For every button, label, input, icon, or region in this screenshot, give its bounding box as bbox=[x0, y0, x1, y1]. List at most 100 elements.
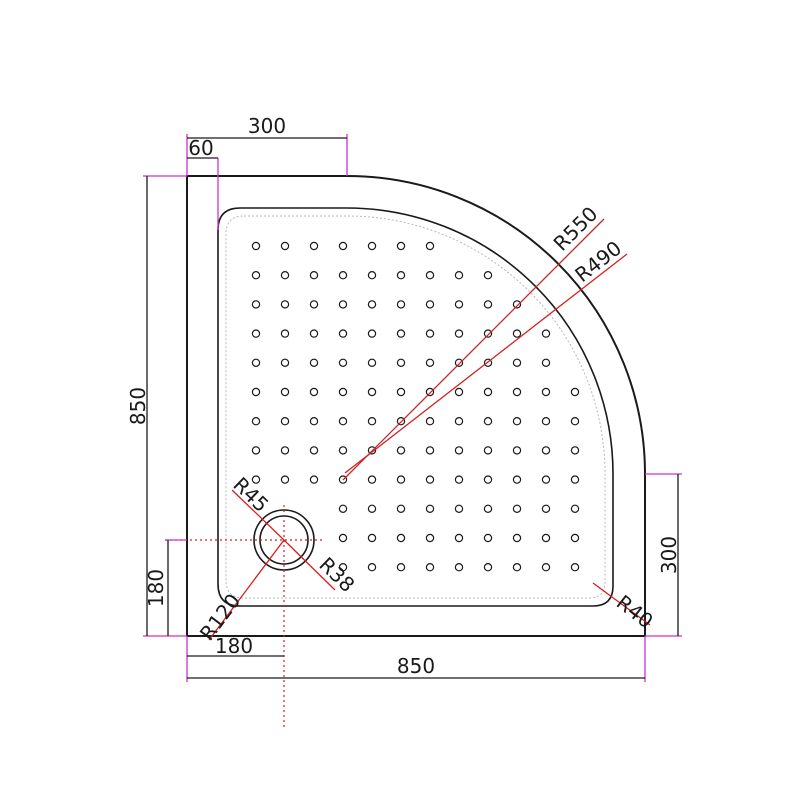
anti-slip-dot bbox=[454, 387, 464, 397]
anti-slip-dot bbox=[425, 563, 435, 572]
anti-slip-dot bbox=[396, 300, 406, 309]
anti-slip-dot bbox=[338, 329, 348, 338]
anti-slip-dot bbox=[541, 358, 551, 367]
anti-slip-dot bbox=[367, 387, 377, 397]
anti-slip-dot bbox=[309, 271, 319, 280]
anti-slip-dot bbox=[367, 271, 377, 280]
anti-slip-dot bbox=[309, 358, 319, 367]
anti-slip-dot bbox=[251, 475, 261, 484]
dim-top-width: 300 bbox=[248, 114, 286, 138]
anti-slip-dot bbox=[338, 563, 348, 572]
anti-slip-dot bbox=[309, 446, 319, 455]
anti-slip-dot bbox=[483, 446, 493, 455]
anti-slip-dot bbox=[367, 300, 377, 309]
anti-slip-dot bbox=[367, 563, 377, 572]
anti-slip-dot bbox=[483, 475, 493, 484]
anti-slip-dot bbox=[454, 533, 464, 543]
anti-slip-dot bbox=[512, 563, 522, 572]
anti-slip-dot bbox=[309, 387, 319, 397]
anti-slip-dot bbox=[483, 533, 493, 543]
anti-slip-dot bbox=[425, 504, 435, 513]
anti-slip-dot bbox=[425, 387, 435, 397]
anti-slip-dot bbox=[309, 300, 319, 309]
anti-slip-dot bbox=[280, 300, 290, 309]
anti-slip-dot bbox=[338, 300, 348, 309]
anti-slip-dot bbox=[251, 329, 261, 338]
radius-corner: R40 bbox=[612, 590, 658, 633]
anti-slip-dot bbox=[483, 329, 493, 338]
anti-slip-dot bbox=[396, 329, 406, 338]
leader-r45 bbox=[231, 489, 285, 541]
anti-slip-dot bbox=[367, 358, 377, 367]
anti-slip-dot bbox=[454, 417, 464, 426]
anti-slip-dot bbox=[483, 417, 493, 426]
anti-slip-dot bbox=[396, 504, 406, 513]
anti-slip-dot bbox=[396, 533, 406, 543]
anti-slip-dot bbox=[309, 475, 319, 484]
anti-slip-dot bbox=[396, 271, 406, 280]
anti-slip-dot bbox=[570, 504, 580, 513]
anti-slip-dot bbox=[367, 241, 377, 251]
dim-inset: 60 bbox=[188, 136, 213, 160]
anti-slip-dot bbox=[425, 329, 435, 338]
anti-slip-dot bbox=[425, 358, 435, 367]
anti-slip-dot bbox=[309, 241, 319, 251]
anti-slip-dot bbox=[512, 446, 522, 455]
dimension-lines bbox=[146, 137, 679, 679]
anti-slip-dot bbox=[280, 475, 290, 484]
anti-slip-dot bbox=[338, 241, 348, 251]
leader-r550 bbox=[342, 218, 605, 481]
anti-slip-dot bbox=[396, 358, 406, 367]
anti-slip-dot bbox=[338, 417, 348, 426]
anti-slip-dot bbox=[483, 563, 493, 572]
anti-slip-dot bbox=[396, 563, 406, 572]
anti-slip-dot bbox=[541, 446, 551, 455]
anti-slip-dot bbox=[454, 475, 464, 484]
anti-slip-dot bbox=[396, 387, 406, 397]
anti-slip-dot bbox=[570, 387, 580, 397]
anti-slip-dot bbox=[425, 300, 435, 309]
anti-slip-dot bbox=[251, 446, 261, 455]
tray-outer-outline bbox=[186, 175, 646, 637]
dim-overall-height: 850 bbox=[126, 387, 150, 425]
anti-slip-dot bbox=[251, 271, 261, 280]
dim-right-straight: 300 bbox=[657, 536, 681, 574]
anti-slip-dot bbox=[454, 271, 464, 280]
anti-slip-dot bbox=[309, 329, 319, 338]
anti-slip-dot bbox=[512, 387, 522, 397]
leader-r120 bbox=[208, 539, 285, 641]
anti-slip-dot bbox=[338, 504, 348, 513]
anti-slip-dot bbox=[570, 563, 580, 572]
anti-slip-dot bbox=[483, 300, 493, 309]
anti-slip-dot bbox=[483, 504, 493, 513]
anti-slip-dot bbox=[483, 271, 493, 280]
anti-slip-dot bbox=[396, 241, 406, 251]
anti-slip-dot bbox=[367, 417, 377, 426]
anti-slip-dot bbox=[396, 446, 406, 455]
dim-waste-from-left: 180 bbox=[215, 634, 253, 658]
anti-slip-dot bbox=[454, 504, 464, 513]
anti-slip-dot bbox=[570, 446, 580, 455]
anti-slip-dot bbox=[570, 417, 580, 426]
anti-slip-dot bbox=[512, 358, 522, 367]
anti-slip-dot bbox=[251, 241, 261, 251]
anti-slip-dot bbox=[251, 417, 261, 426]
anti-slip-dot bbox=[454, 329, 464, 338]
anti-slip-dot bbox=[570, 533, 580, 543]
anti-slip-dot bbox=[280, 446, 290, 455]
anti-slip-dot bbox=[338, 533, 348, 543]
anti-slip-dot bbox=[338, 271, 348, 280]
leader-r40 bbox=[592, 582, 651, 626]
anti-slip-dot bbox=[512, 417, 522, 426]
anti-slip-dot bbox=[512, 504, 522, 513]
anti-slip-dot bbox=[367, 504, 377, 513]
anti-slip-dot bbox=[570, 475, 580, 484]
anti-slip-dot bbox=[280, 358, 290, 367]
anti-slip-dot bbox=[280, 329, 290, 338]
anti-slip-dot bbox=[541, 475, 551, 484]
anti-slip-dot bbox=[512, 300, 522, 309]
anti-slip-dot bbox=[541, 504, 551, 513]
anti-slip-dot bbox=[425, 417, 435, 426]
dim-overall-width: 850 bbox=[397, 654, 435, 678]
